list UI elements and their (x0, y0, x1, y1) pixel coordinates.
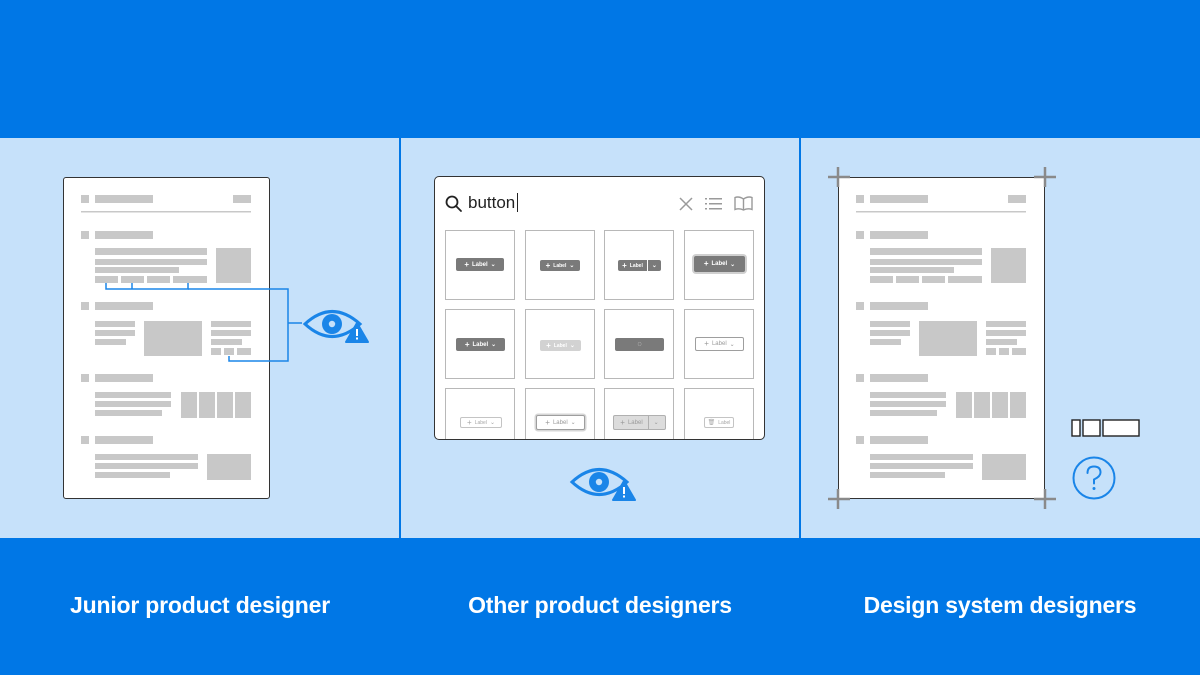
component-button-preview: +Label⌄ (456, 258, 504, 271)
component-card[interactable]: +Label⌄ (604, 388, 674, 439)
component-button-preview: +Label⌄ (456, 338, 505, 351)
close-icon[interactable] (679, 197, 693, 211)
component-card[interactable]: +Label⌄ (445, 388, 515, 439)
caption-design-system-designers: Design system designers (863, 592, 1137, 618)
component-card[interactable]: +Label⌄ (445, 230, 515, 300)
component-button-preview: +Label⌄ (540, 340, 581, 351)
component-button-loading-preview: ◌ (615, 338, 664, 351)
component-card[interactable]: +Label⌄ (525, 230, 595, 300)
component-button-preview: +Label⌄ (536, 415, 585, 430)
component-button-preview: +Label⌄ (694, 256, 745, 272)
search-icon[interactable] (445, 195, 463, 213)
component-button-preview: +Label⌄ (540, 260, 580, 271)
component-button-preview: 🗑Label (704, 417, 734, 428)
component-card[interactable]: +Label⌄ (604, 230, 674, 300)
component-card[interactable]: +Label⌄ (525, 388, 595, 439)
component-search-window: button +Label⌄ +Label⌄ +Label⌄ +Label⌄ +… (434, 176, 765, 440)
caption-other-product-designers: Other product designers (468, 592, 732, 618)
panel-divider-1 (399, 138, 401, 538)
component-button-preview: +Label⌄ (618, 260, 661, 271)
question-icon (1072, 456, 1116, 500)
search-input[interactable]: button (468, 193, 519, 213)
component-card[interactable]: +Label⌄ (445, 309, 515, 379)
component-button-preview: +Label⌄ (460, 417, 502, 428)
eye-warning-icon (569, 468, 636, 501)
book-icon[interactable] (734, 196, 753, 211)
component-card[interactable]: +Label⌄ (684, 230, 754, 300)
text-caret (517, 193, 519, 212)
eye-warning-icon (302, 310, 369, 343)
component-card[interactable]: ◌ (604, 309, 674, 379)
component-card[interactable]: 🗑Label (684, 388, 754, 439)
component-button-preview: +Label⌄ (613, 415, 666, 430)
search-query-text: button (468, 193, 516, 212)
layout-boxes-icon (1071, 419, 1140, 437)
component-card[interactable]: +Label⌄ (684, 309, 754, 379)
top-band (0, 0, 1200, 138)
component-button-preview: +Label⌄ (695, 337, 744, 351)
component-card[interactable]: +Label⌄ (525, 309, 595, 379)
panel-divider-2 (799, 138, 801, 538)
list-icon[interactable] (705, 197, 723, 211)
caption-junior-product-designer: Junior product designer (70, 592, 330, 618)
